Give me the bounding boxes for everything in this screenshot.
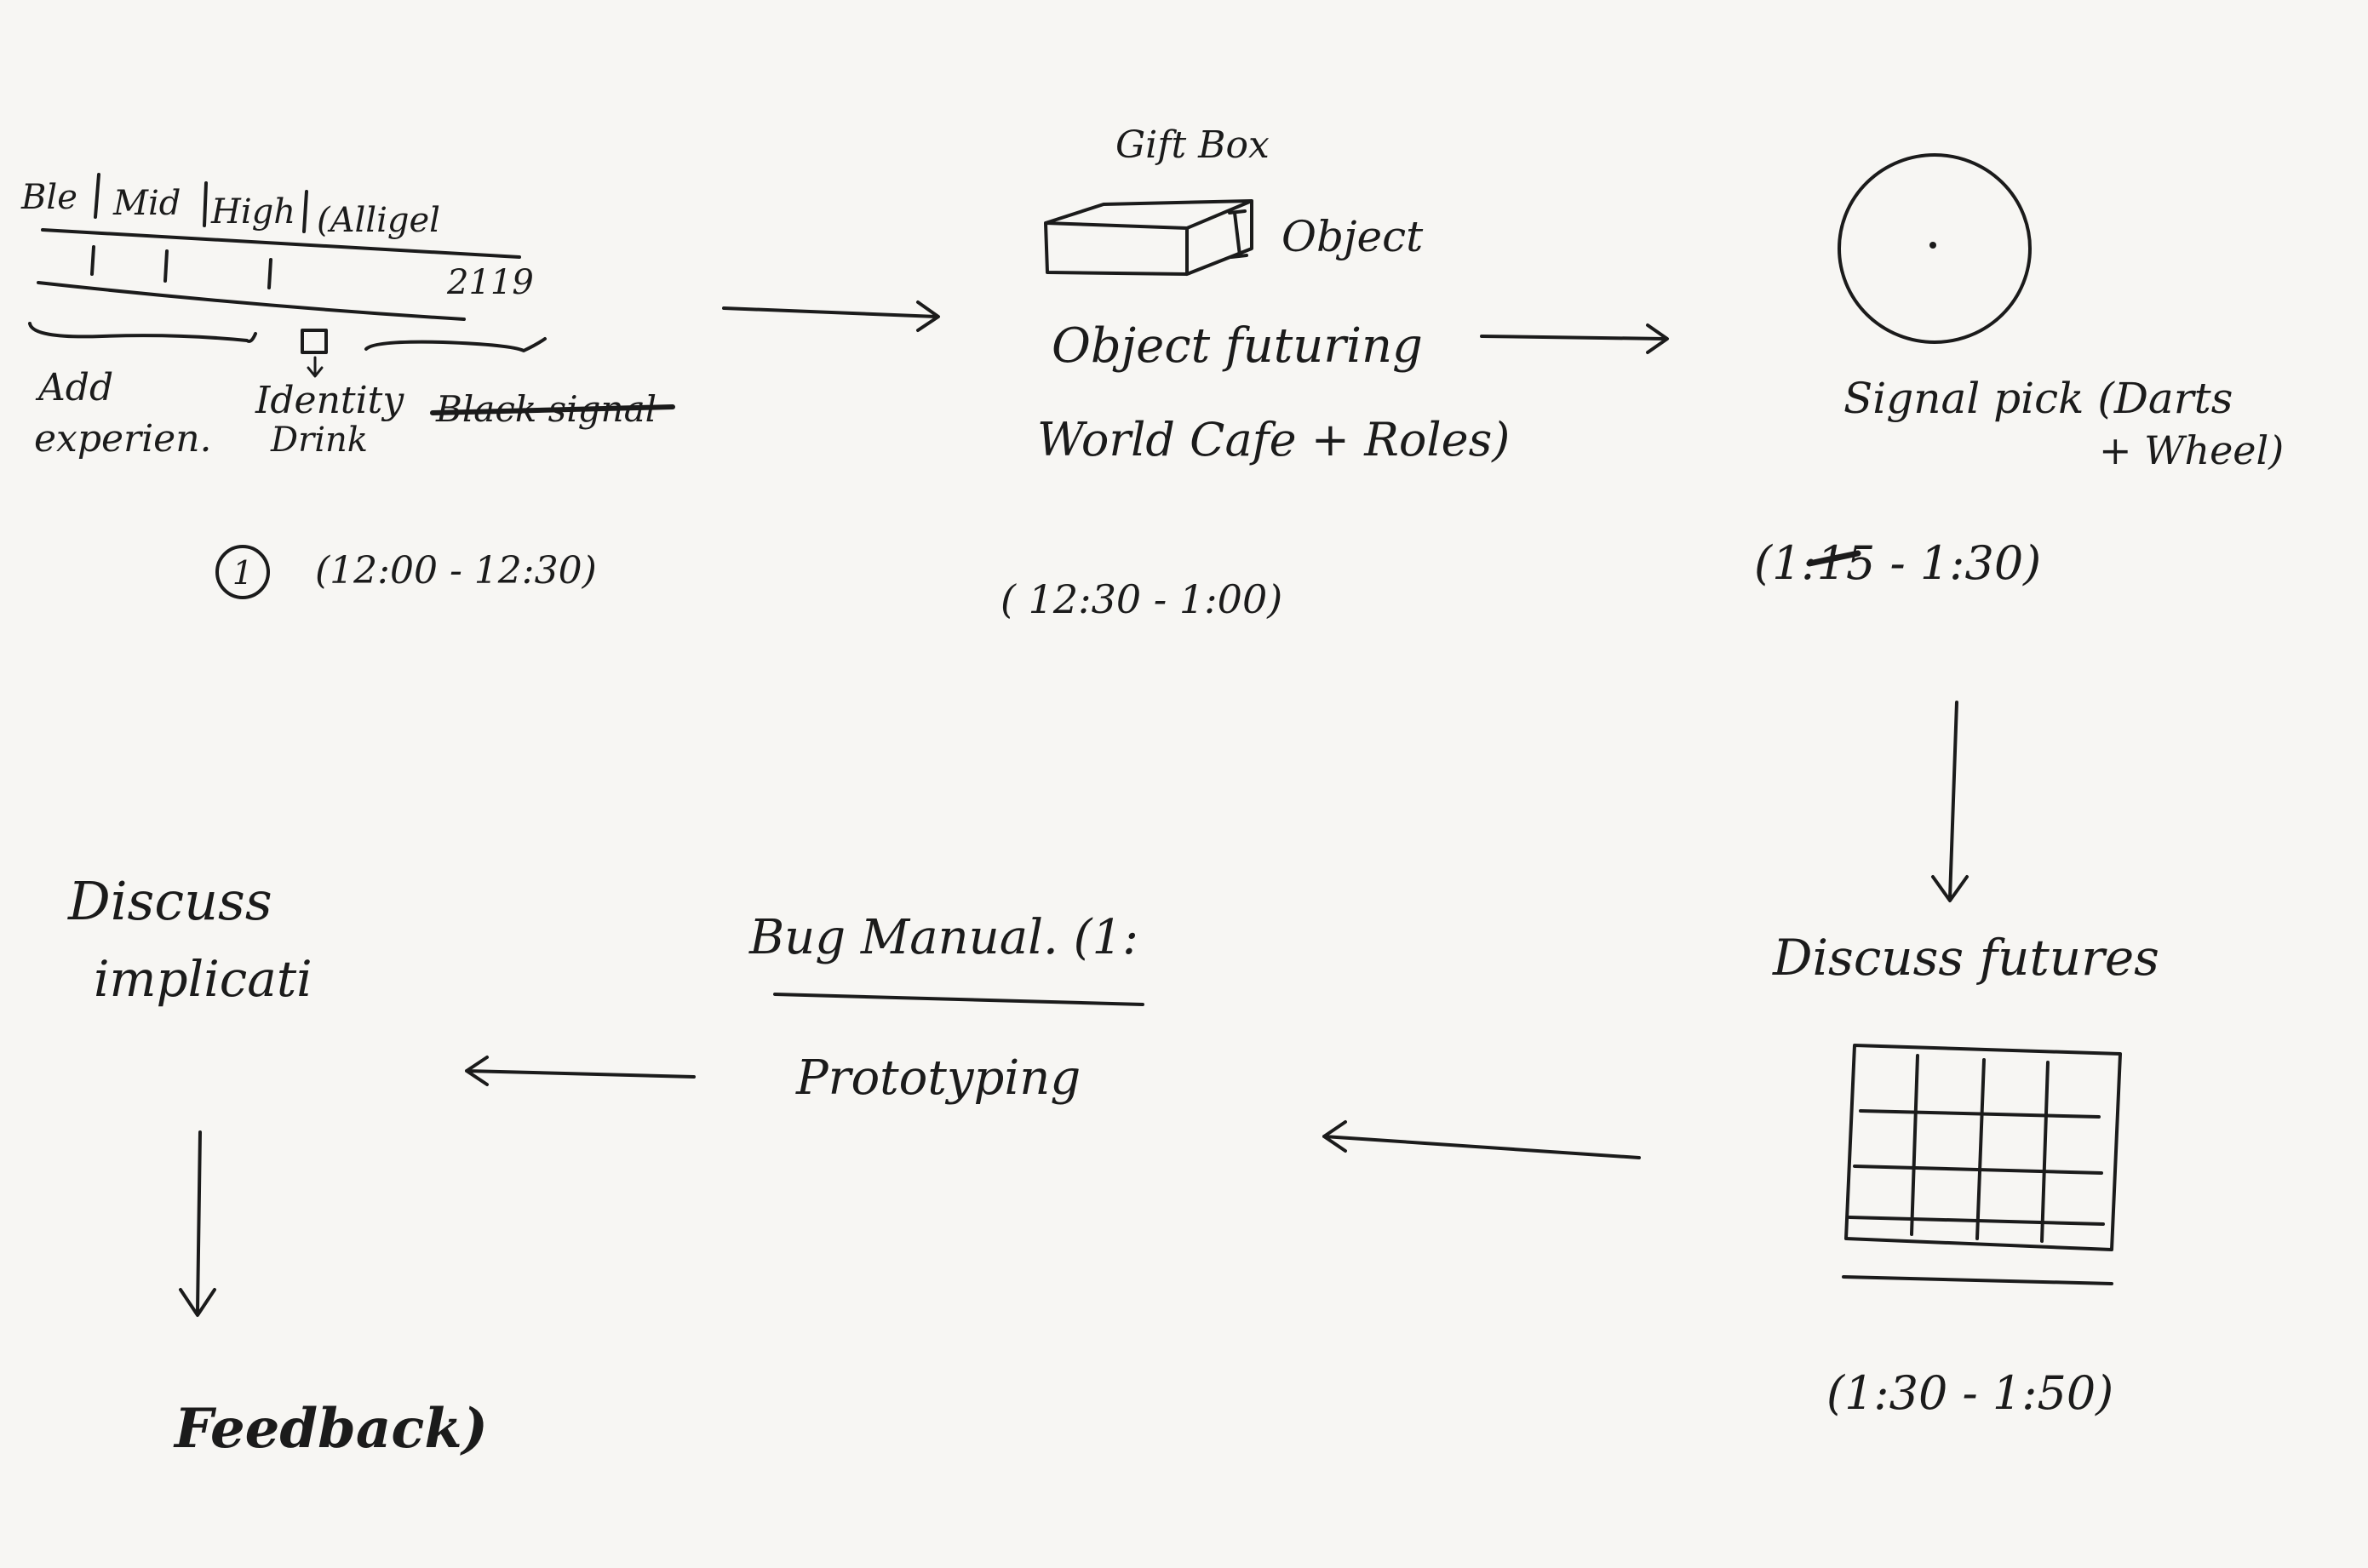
object-label: Object — [1281, 212, 1424, 261]
step5-line1: Bug Manual. (1: — [748, 910, 1138, 965]
label-drink: Drink — [270, 421, 368, 460]
step2-time: ( 12:30 - 1:00) — [1001, 576, 1282, 622]
arrow-step3-to-step4 — [1933, 702, 1967, 901]
grid-horizontal-lines — [1849, 1111, 2103, 1224]
scale-upper-line — [43, 230, 519, 257]
step-number: 1 — [232, 554, 253, 592]
dartboard-center-dot — [1929, 242, 1936, 249]
gift-box-label: Gift Box — [1115, 123, 1270, 167]
arrow-step6-to-feedback — [181, 1132, 215, 1315]
arrow-step5-to-step6 — [467, 1057, 694, 1084]
scale-label-high: High — [210, 192, 295, 232]
step6-line1: Discuss — [67, 870, 272, 932]
step3-group: Signal pick (Darts + Wheel) (1:15 - 1:30… — [1754, 155, 2284, 590]
grid-base-line — [1843, 1277, 2112, 1284]
step5-group: Bug Manual. (1: Prototyping — [748, 910, 1143, 1106]
step4-group: Discuss futures (1:30 - 1:50) — [1772, 929, 2159, 1420]
step3-time-suffix: - 1:30) — [1875, 536, 2041, 590]
arrow-step4-to-step5 — [1324, 1122, 1639, 1158]
scale-label-alligel: (Alligel — [317, 201, 440, 240]
scale-end-label: 2119 — [446, 263, 534, 302]
brace-right — [366, 339, 545, 351]
step6-group: Discuss implicati Feedback) — [67, 870, 488, 1461]
step1-time: (12:00 - 12:30) — [315, 549, 597, 592]
grid-vertical-lines — [1912, 1056, 2048, 1241]
step6-line2: implicati — [94, 950, 312, 1008]
step5-underline — [775, 994, 1143, 1004]
feedback-label: Feedback) — [173, 1397, 488, 1461]
scale-label-ble: Ble — [20, 178, 77, 217]
scale-lower-line — [38, 283, 464, 319]
step4-label: Discuss futures — [1772, 929, 2159, 987]
small-checkbox-sketch — [302, 330, 326, 352]
step3-time: (1:15 - 1:30) — [1754, 536, 2041, 590]
arrow-step2-to-step3 — [1482, 325, 1667, 352]
step3-line1: Signal pick (Darts — [1843, 374, 2233, 423]
step2-line1: Object futuring — [1052, 318, 1423, 374]
gift-box-sketch — [1046, 201, 1252, 274]
arrow-step1-to-step2 — [724, 302, 938, 330]
step4-time: (1:30 - 1:50) — [1826, 1366, 2113, 1420]
label-identity: Identity — [255, 379, 404, 422]
step3-line2: + Wheel) — [2099, 427, 2284, 473]
step2-line2: World Cafe + Roles) — [1037, 413, 1510, 466]
label-add: Add — [35, 366, 113, 409]
step5-line2: Prototyping — [795, 1050, 1081, 1106]
scale-ticks — [92, 247, 271, 288]
brace-left — [30, 323, 255, 341]
label-experience: experien. — [34, 417, 212, 461]
dartboard-circle — [1839, 155, 2030, 342]
small-down-arrow — [308, 358, 322, 376]
step1-group: Ble Mid High (Alligel 2119 Add experien.… — [20, 175, 673, 598]
scale-label-mid: Mid — [112, 184, 181, 223]
step2-group: Gift Box Object Object futuring World Ca… — [1001, 123, 1510, 622]
